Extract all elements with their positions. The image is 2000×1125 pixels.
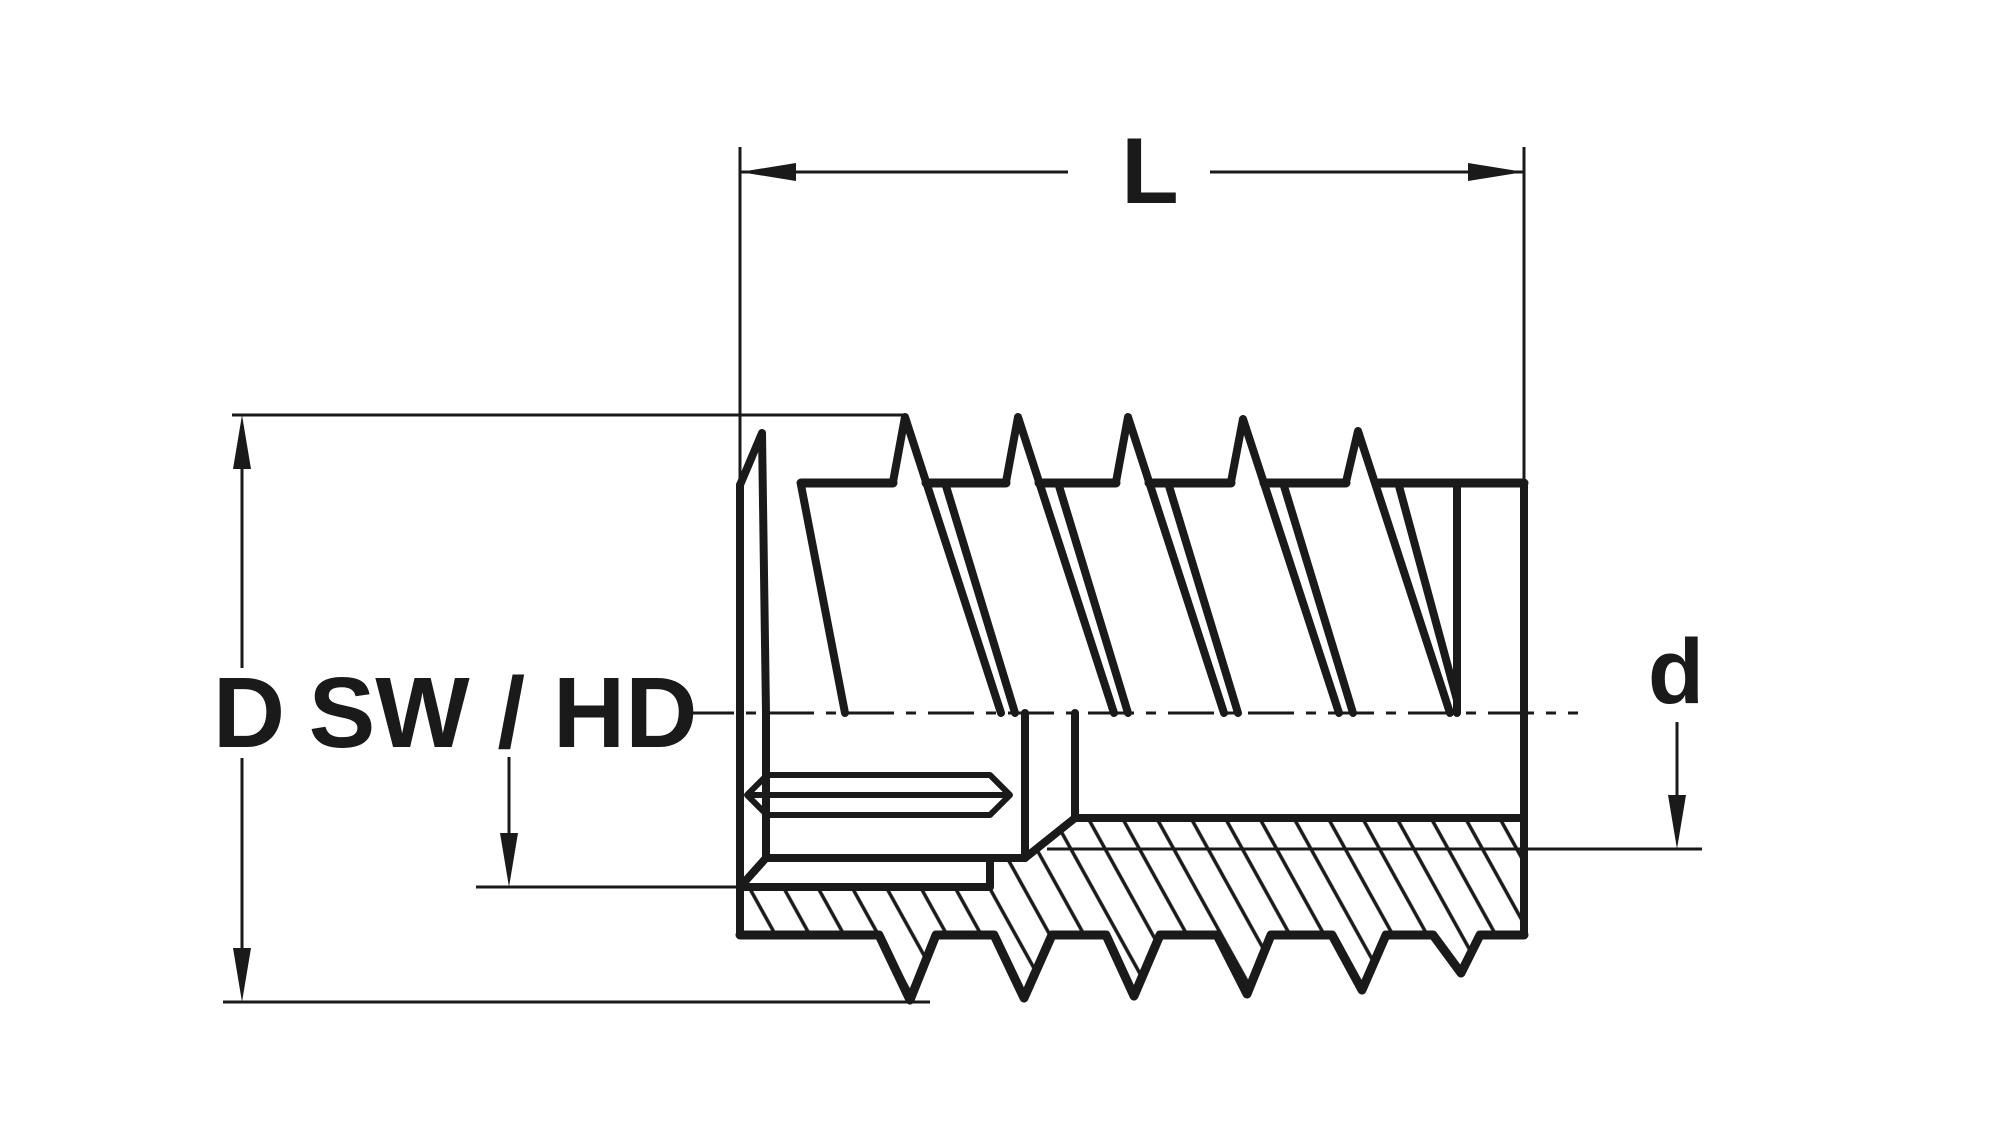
thread-crest-5	[1227, 415, 1357, 717]
dimension-length: L	[738, 118, 1526, 484]
insert-body-outline	[735, 478, 1529, 1005]
socket-cone-edge	[1021, 814, 1079, 862]
bottom-thread-teeth	[735, 930, 1529, 1005]
label-outer-diameter: D	[213, 657, 285, 769]
dimension-inner-diameter: d	[1047, 621, 1704, 851]
thread-crest-6	[1342, 427, 1461, 717]
label-inner-thread: d	[1648, 621, 1704, 723]
label-length: L	[1121, 118, 1178, 223]
section-hatching	[740, 818, 1524, 1000]
hex-socket-section	[736, 709, 1528, 891]
hatched-section-area	[740, 818, 1524, 1000]
thread-crest-1	[736, 429, 849, 717]
thread-crest-4	[1112, 413, 1242, 717]
arrowhead-drive	[500, 833, 518, 887]
dimension-outer-diameter: D	[213, 413, 930, 1004]
arrowhead-left	[740, 163, 796, 181]
dimension-drive: SW / HD	[309, 657, 742, 889]
thread-crest-3	[1002, 413, 1132, 717]
arrowhead-right	[1468, 163, 1524, 181]
hex-key-slot	[744, 772, 1013, 818]
label-drive: SW / HD	[309, 657, 698, 769]
front-chamfer-band	[736, 854, 994, 891]
thread-crest-2	[889, 413, 1019, 717]
arrowhead-down	[233, 948, 251, 1002]
external-thread-crests	[736, 413, 1461, 717]
arrowhead-inner	[1668, 795, 1686, 849]
arrowhead-up	[233, 415, 251, 469]
